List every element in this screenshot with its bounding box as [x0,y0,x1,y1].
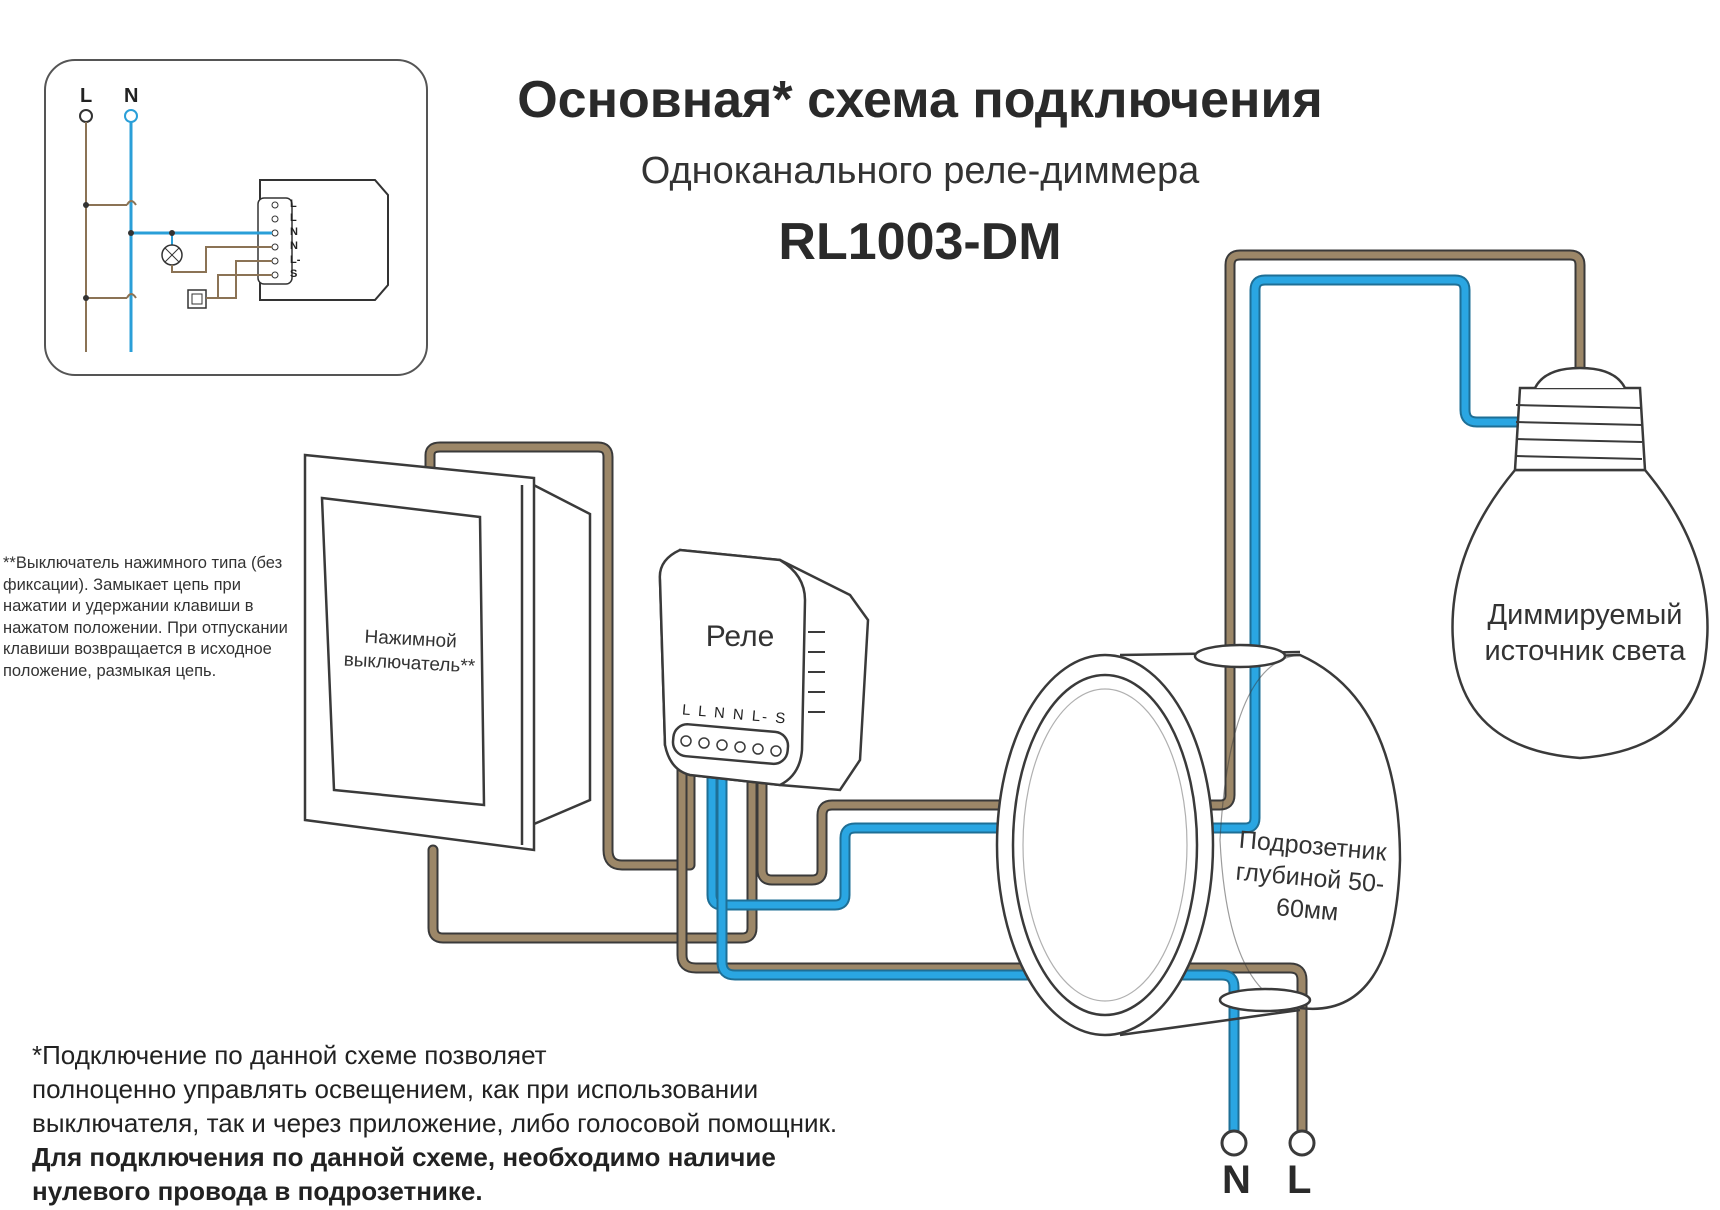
wall-box-label: Подрозетник глубиной 50-60мм [1234,825,1388,927]
relay-label: Реле [705,620,775,653]
page-title: Основная* схема подключения [517,71,1323,129]
schematic-neutral-label: N [124,85,139,107]
mains-terminals [1220,1129,1316,1157]
schematic-terminal: N [290,226,298,238]
page-subtitle: Одноканального реле-диммера [640,150,1200,192]
blue-wires [706,274,1531,1136]
wall-box [995,643,1402,1037]
switch-label: Нажимной выключатель** [343,626,476,678]
lamp-label: Диммируемый источник света [1484,599,1686,667]
schematic-terminal: L [290,198,297,210]
relay-module [658,548,870,792]
schematic-terminal: S [290,268,298,280]
footnote-bold-line: Для подключения по данной схеме, необход… [32,1142,776,1172]
footnote: *Подключение по данной схеме позволяет п… [32,1038,1052,1208]
schematic-terminal: L [290,212,297,224]
line-terminal-label: L [1287,1158,1312,1202]
push-switch [303,453,592,852]
switch-note: **Выключатель нажимного типа (без фиксац… [3,554,288,680]
schematic-line-label: L [80,85,93,107]
model-name: RL1003-DM [778,213,1062,271]
lamp [1451,366,1709,760]
footnote-line: *Подключение по данной схеме позволяет [32,1040,547,1070]
mini-schematic [44,59,428,376]
brown-wires [424,249,1586,1136]
footnote-line: полноценно управлять освещением, как при… [32,1074,759,1104]
neutral-terminal-label: N [1222,1158,1251,1202]
schematic-terminal: L- [290,254,301,266]
footnote-line: выключателя, так и через приложение, либ… [32,1108,838,1138]
footnote-bold-line: нулевого провода в подрозетнике. [32,1176,483,1206]
schematic-terminal: N [290,240,298,252]
